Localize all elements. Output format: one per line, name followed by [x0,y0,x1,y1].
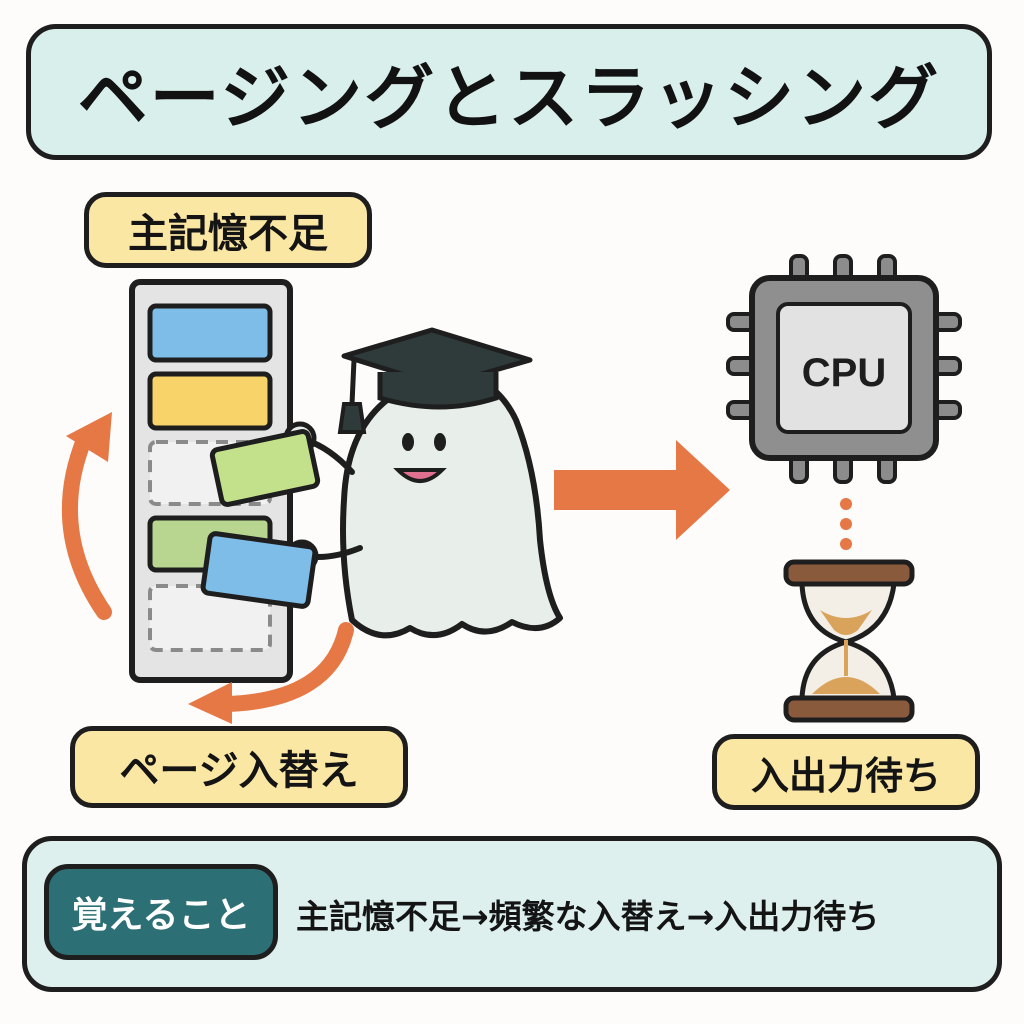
ghost-eye-left [402,433,414,451]
cycle-arrow-head-left [188,682,232,724]
cycle-arrow-head-up [66,412,112,462]
hourglass-icon [783,559,915,723]
io-wait-label: 入出力待ち [712,734,980,810]
dotted-connector [840,498,852,550]
memory-page-yellow [147,371,273,431]
page-title: ページングとスラッシング [77,56,941,139]
page-swap-label: ページ入替え [70,726,408,808]
memory-slot-empty-2 [148,584,272,652]
cpu-label: CPU [802,351,886,395]
title-banner: ページングとスラッシング [26,24,992,160]
page-card-green [209,429,321,507]
cpu-chip-icon: CPU [726,254,962,484]
memory-page-blue [147,303,273,363]
right-arrow-icon [554,440,730,540]
summary-text: 主記憶不足→頻繁な入替え→入出力待ち [296,897,880,936]
graduation-cap-icon [337,327,533,434]
ghost-mouth [393,468,447,483]
page-card-blue [200,531,318,609]
memory-shortage-label: 主記憶不足 [84,192,372,268]
ghost-eye-right [434,433,446,451]
summary-tag: 覚えること [44,864,278,960]
cycle-arrow-icon [62,432,354,712]
ghost-student-icon [283,372,563,639]
